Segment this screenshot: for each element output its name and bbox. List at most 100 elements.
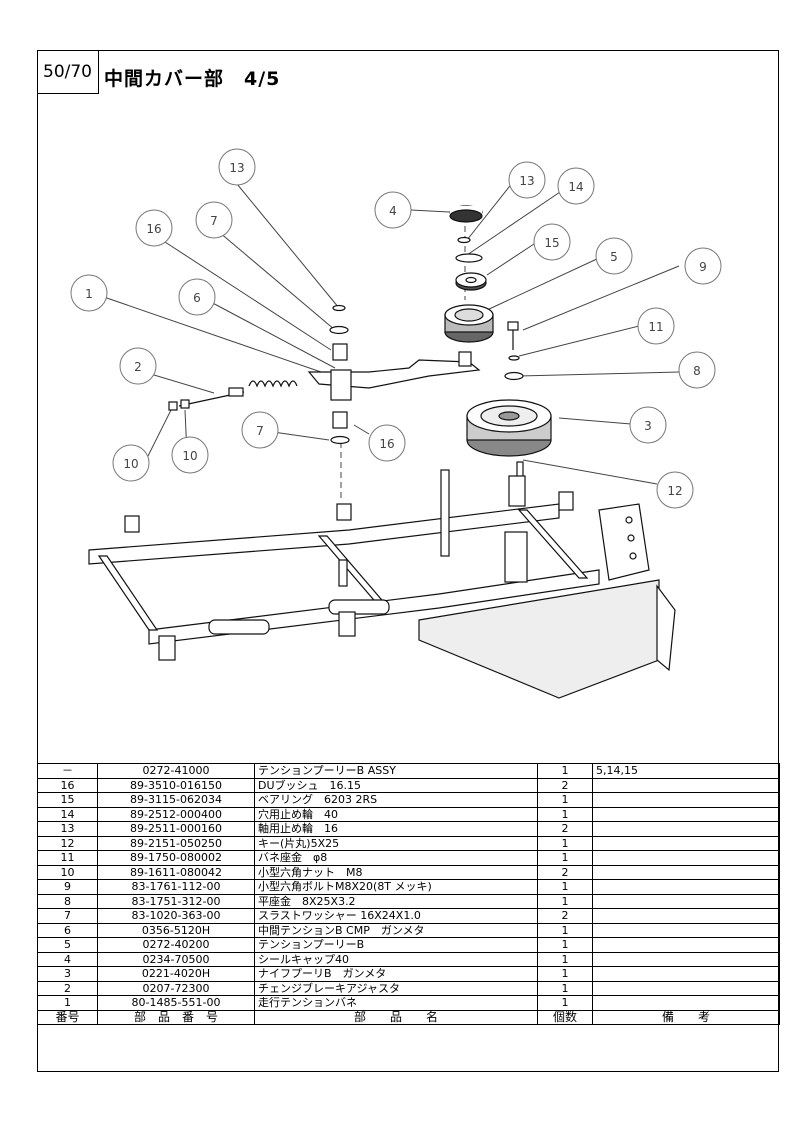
row-qty: 1 (537, 835, 593, 851)
callout-6: 6 (178, 278, 216, 316)
table-row: 3 0221-4020H ナイフプーリB ガンメタ 1 (37, 966, 780, 982)
row-no: 7 (37, 908, 98, 924)
row-part-number: 80-1485-551-00 (97, 995, 255, 1011)
row-remarks (592, 893, 780, 909)
callout-16-label: 16 (146, 222, 161, 236)
callout-7-label: 7 (210, 214, 218, 228)
row-no: 3 (37, 966, 98, 982)
tension-pulley-part (444, 304, 494, 343)
callout-9-label: 9 (699, 260, 707, 274)
callout-10a: 10 (112, 444, 150, 482)
callout-16b: 16 (368, 424, 406, 462)
callout-4-label: 4 (389, 204, 397, 218)
callout-4: 4 (374, 191, 412, 229)
table-row: 12 89-2151-050250 キー(片丸)5X25 1 (37, 835, 780, 851)
row-part-number: 89-2512-000400 (97, 806, 255, 822)
row-qty: 1 (537, 937, 593, 953)
cover-frame-part (88, 469, 676, 699)
table-row: 6 0356-5120H 中間テンションB CMP ガンメタ 1 (37, 922, 780, 938)
page-title: 中間カバー部 4/5 (104, 68, 281, 90)
row-remarks (592, 966, 780, 982)
row-part-name: 軸用止め輪 16 (254, 821, 538, 837)
row-part-name: 小型六角ボルトM8X20(8T メッキ) (254, 879, 538, 895)
row-qty: 1 (537, 763, 593, 779)
row-qty: 1 (537, 792, 593, 808)
parts-table: － 0272-41000 テンションプーリーB ASSY 1 5,14,15 1… (37, 763, 780, 1025)
table-row: 7 83-1020-363-00 スラストワッシャー 16X24X1.0 2 (37, 908, 780, 924)
row-part-name: テンションプーリーB (254, 937, 538, 953)
callout-15-label: 15 (544, 236, 559, 250)
table-row: 1 80-1485-551-00 走行テンションバネ 1 (37, 995, 780, 1011)
callout-8-label: 8 (693, 364, 701, 378)
seal-cap-part (449, 205, 483, 223)
callout-12: 12 (656, 471, 694, 509)
row-no: 1 (37, 995, 98, 1011)
table-row: 5 0272-40200 テンションプーリーB 1 (37, 937, 780, 953)
callout-13-label: 13 (229, 161, 244, 175)
row-qty: 2 (537, 777, 593, 793)
callout-2-label: 2 (134, 360, 142, 374)
row-qty: 1 (537, 995, 593, 1011)
row-remarks (592, 835, 780, 851)
table-row: 13 89-2511-000160 軸用止め輪 16 2 (37, 821, 780, 837)
table-row: 16 89-3510-016150 DUブッシュ 16.15 2 (37, 777, 780, 793)
bolt-part (507, 321, 519, 350)
callout-8: 8 (678, 351, 716, 389)
exploded-parts-diagram: 13 16 7 1 6 2 10 10 7 16 4 13 14 15 5 9 … (70, 148, 722, 699)
row-part-name: バネ座金 φ8 (254, 850, 538, 866)
callout-2: 2 (119, 347, 157, 385)
row-remarks (592, 951, 780, 967)
row-qty: 1 (537, 951, 593, 967)
row-remarks (592, 922, 780, 938)
row-qty: 1 (537, 850, 593, 866)
callout-3: 3 (629, 406, 667, 444)
tension-arm-part (307, 351, 481, 401)
header-qty: 個数 (537, 1009, 593, 1025)
flat-washer-part (504, 371, 524, 381)
row-part-name: ベアリング 6203 2RS (254, 792, 538, 808)
table-row: 8 83-1751-312-00 平座金 8X25X3.2 1 (37, 893, 780, 909)
spring-washer-part (508, 355, 520, 361)
row-part-name: シールキャップ40 (254, 951, 538, 967)
row-remarks (592, 821, 780, 837)
row-part-name: テンションプーリーB ASSY (254, 763, 538, 779)
row-part-name: 穴用止め輪 40 (254, 806, 538, 822)
row-remarks (592, 806, 780, 822)
thrust-washer-top-part (329, 325, 349, 335)
row-part-number: 89-1750-080002 (97, 850, 255, 866)
row-part-number: 0356-5120H (97, 922, 255, 938)
table-row: 9 83-1761-112-00 小型六角ボルトM8X20(8T メッキ) 1 (37, 879, 780, 895)
row-part-number: 0272-40200 (97, 937, 255, 953)
row-part-name: 中間テンションB CMP ガンメタ (254, 922, 538, 938)
row-remarks (592, 777, 780, 793)
row-qty: 2 (537, 864, 593, 880)
row-qty: 1 (537, 980, 593, 996)
header-no: 番号 (37, 1009, 98, 1025)
hole-snap-ring-part (455, 253, 483, 263)
callout-13b: 13 (508, 161, 546, 199)
row-part-name: ナイフプーリB ガンメタ (254, 966, 538, 982)
callout-13: 13 (218, 148, 256, 186)
row-qty: 1 (537, 806, 593, 822)
row-no: 11 (37, 850, 98, 866)
table-row: 10 89-1611-080042 小型六角ナット M8 2 (37, 864, 780, 880)
row-part-number: 89-3115-062034 (97, 792, 255, 808)
row-part-number: 83-1761-112-00 (97, 879, 255, 895)
row-qty: 1 (537, 922, 593, 938)
callout-16b-label: 16 (379, 437, 394, 451)
row-remarks (592, 908, 780, 924)
callout-5: 5 (595, 237, 633, 275)
table-row: 11 89-1750-080002 バネ座金 φ8 1 (37, 850, 780, 866)
table-row: 15 89-3115-062034 ベアリング 6203 2RS 1 (37, 792, 780, 808)
row-no: 12 (37, 835, 98, 851)
callout-7b-label: 7 (256, 424, 264, 438)
row-part-name: 小型六角ナット M8 (254, 864, 538, 880)
row-qty: 1 (537, 893, 593, 909)
row-remarks (592, 937, 780, 953)
callout-14: 14 (557, 167, 595, 205)
callout-9: 9 (684, 247, 722, 285)
bearing-part (455, 272, 487, 291)
header-part-name: 部 品 名 (254, 1009, 538, 1025)
row-qty: 1 (537, 879, 593, 895)
row-no: 6 (37, 922, 98, 938)
